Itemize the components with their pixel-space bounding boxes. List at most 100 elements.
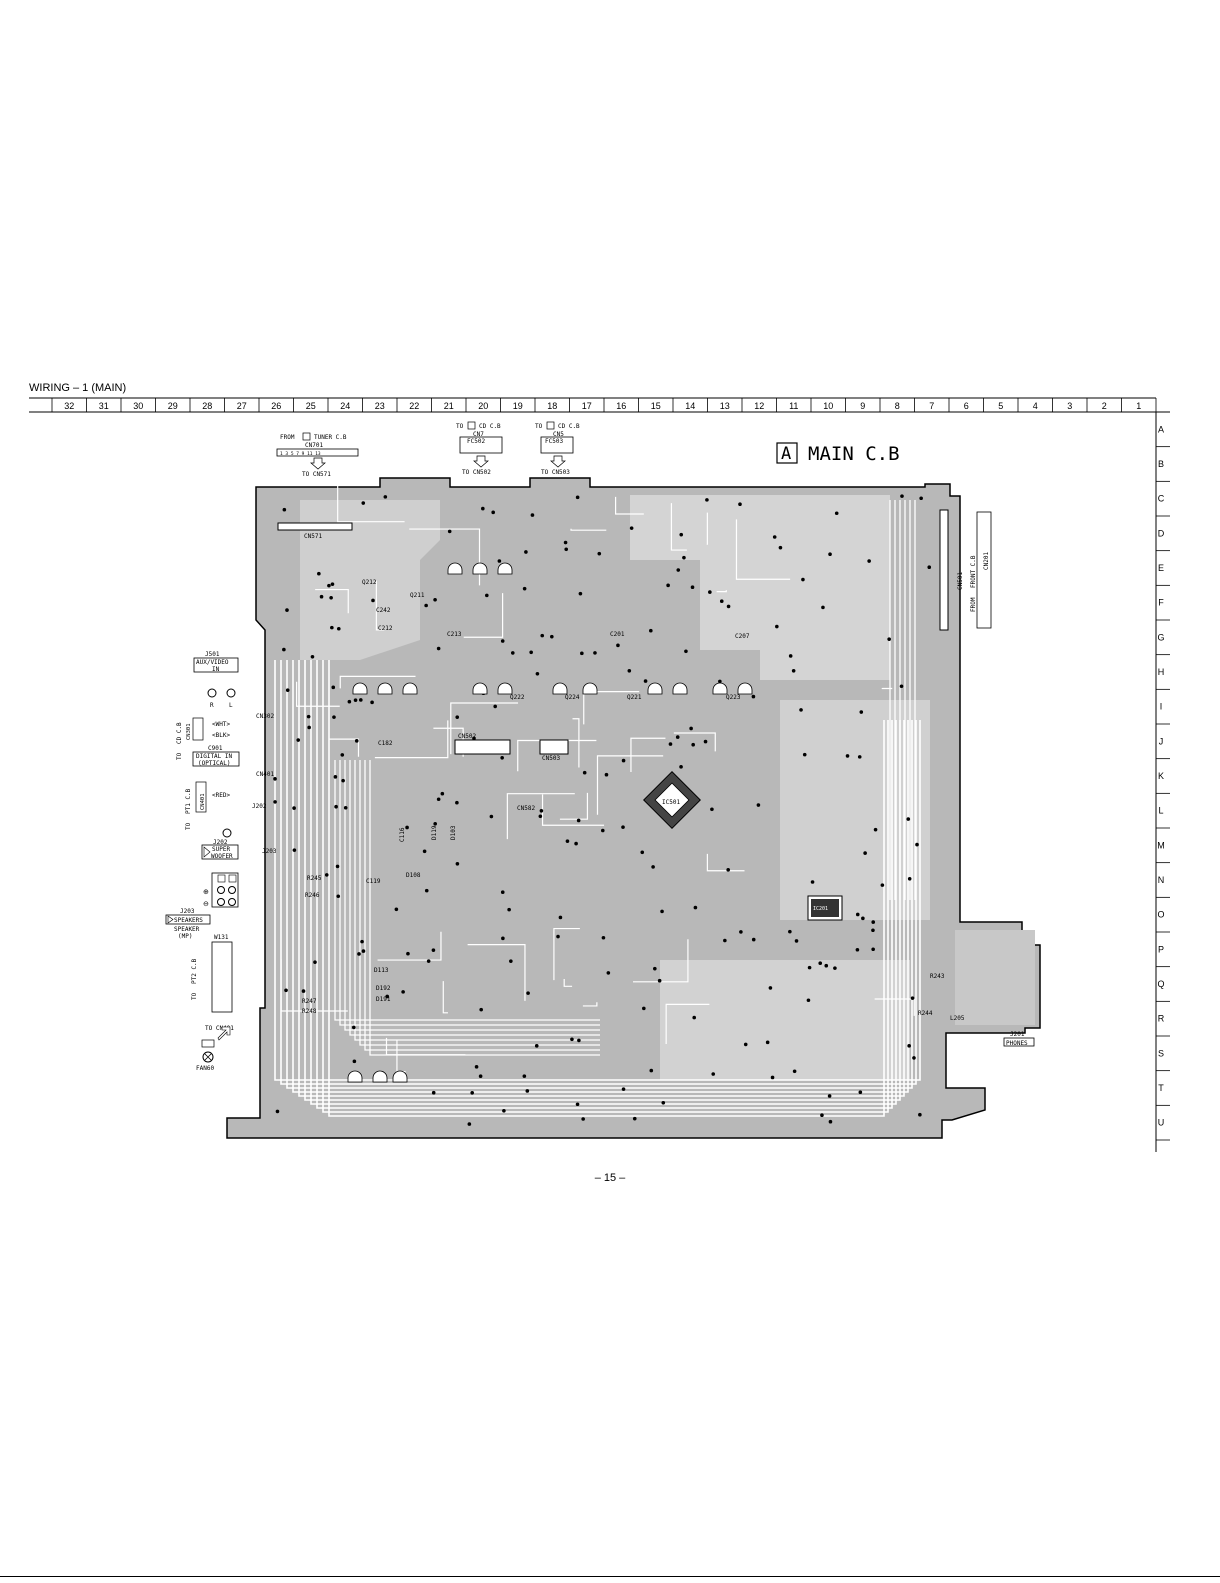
solder-pad xyxy=(383,495,388,499)
trace-segment xyxy=(572,718,580,768)
j201-label: J201 xyxy=(1010,1031,1025,1038)
solder-pad xyxy=(522,586,527,591)
q222-label: Q222 xyxy=(510,694,525,701)
solder-pad xyxy=(285,688,290,692)
w131-label: W131 xyxy=(214,934,229,941)
board-region-lower-right xyxy=(660,960,910,1080)
solder-pad xyxy=(791,669,796,673)
solder-pad xyxy=(756,803,761,807)
solder-pad xyxy=(502,1108,506,1113)
ic501-chip xyxy=(643,771,701,829)
solder-pad xyxy=(640,850,645,855)
solder-pad xyxy=(858,1090,863,1095)
jack-r-icon xyxy=(207,688,217,698)
transistor-footprint xyxy=(647,682,663,695)
speaker-label: SPEAKER xyxy=(174,926,200,933)
transistor-footprint xyxy=(352,682,368,695)
board-region-upper-right xyxy=(630,495,890,680)
wht-label: <WHT> xyxy=(212,721,230,728)
row-label: M xyxy=(1157,840,1165,850)
solder-pad xyxy=(788,929,792,934)
solder-pad xyxy=(918,1112,922,1117)
solder-pad xyxy=(524,550,528,554)
solder-pad xyxy=(301,989,306,993)
row-label: P xyxy=(1158,944,1164,954)
d113-label: D113 xyxy=(374,967,389,974)
speaker-terminal-icon xyxy=(211,872,239,908)
solder-pad xyxy=(526,991,530,995)
solder-pad xyxy=(718,679,722,684)
cn571-label: CN571 xyxy=(304,533,322,540)
trace-segment xyxy=(377,931,442,961)
j203b-label: J203 xyxy=(180,908,195,915)
phones-box xyxy=(1003,1037,1035,1047)
column-label: 18 xyxy=(547,401,557,411)
d191-label: D191 xyxy=(376,996,391,1003)
solder-pad xyxy=(679,532,684,537)
transistor-footprint xyxy=(472,562,488,575)
solder-pad xyxy=(871,920,876,924)
solder-pad xyxy=(472,736,476,741)
solder-pad xyxy=(726,868,730,872)
trace-bundle-inner xyxy=(339,760,600,1026)
digital-in-box xyxy=(192,751,240,767)
solder-pad xyxy=(455,715,460,719)
trace-bundle-outer xyxy=(298,660,905,1097)
d192-label: D192 xyxy=(376,985,391,992)
cn301-label: CN301 xyxy=(186,723,192,740)
solder-pad xyxy=(530,513,535,517)
column-label: 26 xyxy=(271,401,281,411)
solder-pad xyxy=(651,865,655,869)
solder-pad xyxy=(806,998,811,1003)
trace-segment xyxy=(614,496,644,515)
solder-pad xyxy=(580,651,584,656)
solder-pad xyxy=(447,529,452,534)
cn701-pins: 1 3 5 7 9 11 13 xyxy=(280,451,321,457)
to-cn401-label: TO CN401 xyxy=(205,1025,234,1032)
solder-pad xyxy=(307,725,311,730)
column-label: 29 xyxy=(168,401,178,411)
cn701-board: TUNER C.B xyxy=(314,434,347,441)
solder-pad xyxy=(642,1006,646,1011)
row-label: K xyxy=(1158,771,1164,781)
fc502-box xyxy=(459,436,503,454)
transistor-footprint xyxy=(347,1070,363,1083)
cn7-to: TO xyxy=(456,423,464,430)
solder-pad xyxy=(333,775,338,779)
solder-pad xyxy=(436,797,441,802)
solder-pad xyxy=(401,990,405,994)
cn201-label: CN201 xyxy=(983,552,990,570)
fc502-to: TO CN502 xyxy=(462,469,491,476)
solder-pad xyxy=(627,668,632,673)
solder-pad xyxy=(907,876,912,881)
fc503-to: TO CN503 xyxy=(541,469,570,476)
pt1-board-label: PT1 C.B xyxy=(185,788,192,814)
fc503-name: FC503 xyxy=(545,438,563,445)
solder-pad xyxy=(775,624,779,629)
solder-pad xyxy=(666,583,670,588)
trace-bundle-inner xyxy=(359,760,600,1046)
solder-pad xyxy=(601,935,606,940)
trace-bundle-outer xyxy=(280,660,917,1085)
trace-segment xyxy=(670,503,687,551)
solder-pad xyxy=(329,595,333,600)
solder-pad xyxy=(500,755,504,760)
solder-pad xyxy=(493,704,497,709)
solder-pad xyxy=(616,643,620,648)
solder-pad xyxy=(336,894,341,899)
solder-pad xyxy=(827,1094,832,1098)
solder-pad xyxy=(371,598,375,603)
solder-pad xyxy=(751,694,756,699)
solder-pad xyxy=(440,791,445,796)
solder-pad xyxy=(621,825,625,829)
solder-pad xyxy=(828,1119,833,1124)
solder-pad xyxy=(525,1089,530,1093)
solder-pad xyxy=(578,591,583,596)
cn5-board: CD C.B xyxy=(558,423,580,430)
solder-pad xyxy=(424,603,428,608)
d103-label: D103 xyxy=(450,825,457,840)
solder-pad xyxy=(792,1069,797,1074)
solder-pad xyxy=(679,765,683,769)
solder-pad xyxy=(313,960,317,964)
cn5-to: TO xyxy=(535,423,543,430)
